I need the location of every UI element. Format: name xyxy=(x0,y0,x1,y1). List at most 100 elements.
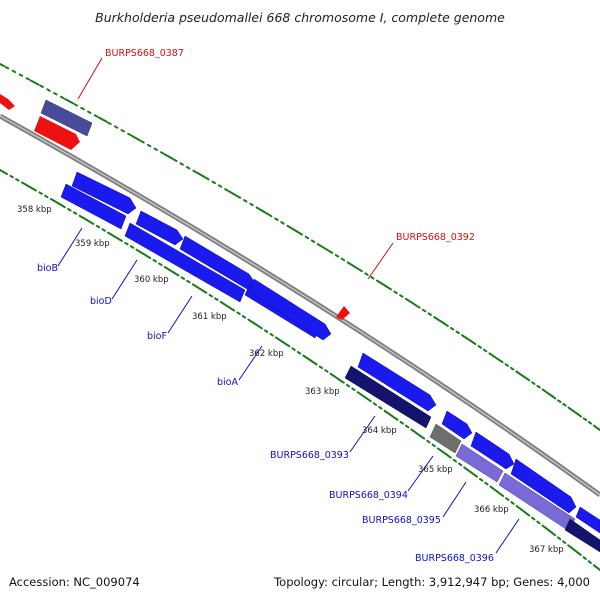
outer-tick xyxy=(236,195,242,199)
gene-burps668-0387[interactable] xyxy=(40,99,93,137)
outer-tick xyxy=(224,188,229,192)
outer-tick xyxy=(408,299,418,307)
gene-label-burps668-0392[interactable]: BURPS668_0392 xyxy=(396,232,475,243)
outer-tick xyxy=(80,106,85,111)
scale-tick xyxy=(500,493,505,497)
scale-tick xyxy=(175,272,180,277)
gene-blue-right-edge[interactable] xyxy=(575,506,600,534)
scale-tick xyxy=(541,524,546,529)
gene-label-burps668-0395[interactable]: BURPS668_0395 xyxy=(362,515,441,526)
gene-burps668-0393[interactable] xyxy=(344,365,432,429)
scale-tick xyxy=(107,231,112,236)
gene-biob-upper[interactable] xyxy=(71,171,137,215)
scale-tick xyxy=(479,477,484,482)
leader-biof xyxy=(167,295,193,334)
scale-tick xyxy=(324,369,329,373)
scale-tick xyxy=(15,178,20,182)
gene-label-burps668-0396[interactable]: BURPS668_0396 xyxy=(415,553,494,564)
scale-tick xyxy=(420,436,426,440)
gene-label-biob[interactable]: bioB xyxy=(37,263,58,274)
gene-burps668-0396-upper[interactable] xyxy=(510,458,577,514)
scale-tick xyxy=(473,474,478,478)
outer-tick xyxy=(179,162,184,166)
outer-tick xyxy=(472,341,477,345)
scale-tick xyxy=(515,505,520,509)
outer-tick xyxy=(427,312,432,316)
scale-tick xyxy=(203,290,208,294)
outer-tick xyxy=(433,316,438,320)
scale-tick xyxy=(186,279,191,284)
gene-label-bioa[interactable]: bioA xyxy=(217,377,238,388)
outer-tick xyxy=(316,243,322,247)
gene-burps668-0395-upper[interactable] xyxy=(470,431,515,470)
scale-tick xyxy=(587,560,592,564)
scale-tick xyxy=(356,391,361,395)
outer-tick xyxy=(113,125,119,129)
outer-tick xyxy=(227,190,238,197)
scale-tick xyxy=(78,214,83,219)
outer-tick xyxy=(131,135,141,142)
gene-arrow-red[interactable] xyxy=(34,116,80,150)
outer-tick xyxy=(298,232,303,236)
outer-tick xyxy=(127,132,132,137)
scale-tick xyxy=(372,402,378,406)
outer-tick xyxy=(387,286,392,291)
gene-small-blue[interactable] xyxy=(441,410,473,440)
leader-burps668-0393 xyxy=(349,415,376,453)
scale-tick xyxy=(275,336,280,341)
outer-tick xyxy=(376,279,381,284)
gene-burps668-0394[interactable] xyxy=(429,423,462,454)
gene-label-burps668-0394[interactable]: BURPS668_0394 xyxy=(329,490,408,501)
outer-tick xyxy=(349,263,360,271)
gene-arrow-red-edge[interactable] xyxy=(0,94,15,110)
scale-tick xyxy=(378,406,383,410)
scale-tick xyxy=(81,216,92,224)
scale-tick xyxy=(413,430,423,438)
outer-tick xyxy=(243,199,248,203)
scale-tick xyxy=(118,238,123,242)
scale-tick xyxy=(67,208,72,212)
gene-label-biod[interactable]: bioD xyxy=(90,296,112,307)
gene-bioa[interactable] xyxy=(248,278,332,341)
outer-tick xyxy=(346,261,351,265)
outer-tick xyxy=(483,348,488,353)
scale-tick xyxy=(72,211,78,215)
scale-label: 366 kbp xyxy=(474,505,509,515)
outer-tick xyxy=(340,257,346,262)
outer-tick xyxy=(518,372,528,380)
scale-tick xyxy=(394,417,399,421)
gene-biod-upper[interactable] xyxy=(135,210,184,246)
gene-burps668-0393-upper[interactable] xyxy=(357,352,437,412)
outer-tick xyxy=(562,403,567,407)
outer-tick xyxy=(544,390,554,398)
outer-tick xyxy=(393,290,398,295)
gene-features xyxy=(0,94,600,553)
gene-label-biof[interactable]: bioF xyxy=(147,331,167,342)
leader-burps668-0392 xyxy=(367,242,394,280)
scale-tick xyxy=(544,526,554,535)
gene-navy-right-edge[interactable] xyxy=(564,518,600,553)
scale-tick xyxy=(286,343,291,348)
gene-label-burps668-0393[interactable]: BURPS668_0393 xyxy=(270,450,349,461)
gene-biod-lower[interactable] xyxy=(124,222,246,303)
scale-tick xyxy=(526,512,531,517)
scale-tick xyxy=(410,428,415,433)
outer-tick xyxy=(421,308,427,313)
scale-tick xyxy=(250,320,260,328)
outer-tick xyxy=(499,359,504,364)
leader-burps668-0387 xyxy=(77,57,103,100)
scale-label: 365 kbp xyxy=(418,465,453,475)
outer-tick xyxy=(595,426,600,432)
scale-tick xyxy=(44,194,49,199)
gene-biob-lower[interactable] xyxy=(60,183,127,230)
gene-burps668-0395[interactable] xyxy=(455,443,504,483)
scale-tick xyxy=(101,228,106,232)
scale-tick xyxy=(24,183,34,190)
scale-tick xyxy=(124,241,129,246)
gene-label-burps668-0387[interactable]: BURPS668_0387 xyxy=(105,48,184,59)
scale-tick xyxy=(567,544,572,548)
gene-burps668-0392[interactable] xyxy=(336,306,350,320)
scale-tick xyxy=(577,552,582,556)
scale-tick xyxy=(9,174,14,179)
